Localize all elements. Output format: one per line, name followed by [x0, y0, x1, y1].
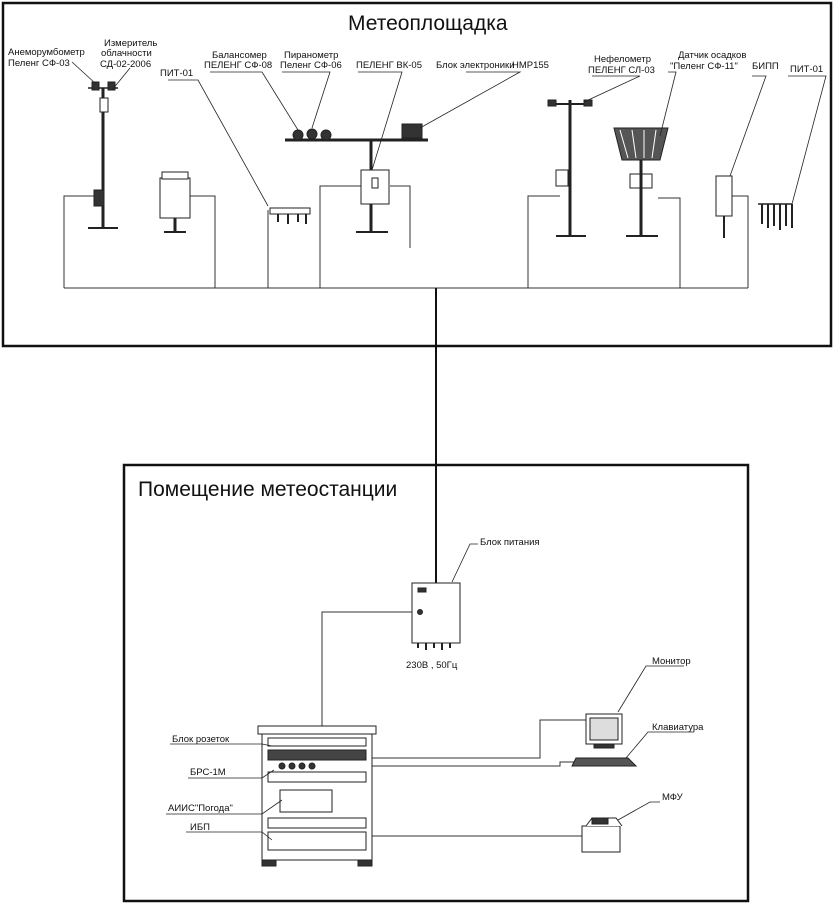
- ibp-label: ИБП: [190, 822, 210, 833]
- keyboard-label: Клавиатура: [652, 722, 704, 733]
- mfu-label: МФУ: [662, 792, 684, 803]
- monitor-device: [585, 713, 623, 749]
- aiis-label: АИИС"Погода": [168, 803, 233, 814]
- precipitation-sensor-label: Датчик осадков: [678, 50, 746, 61]
- pit01-left-sensors: [269, 207, 311, 224]
- pit01-right-label: ПИТ-01: [790, 64, 823, 75]
- balancemeter-label: Балансомер: [212, 50, 267, 61]
- precipitation-sensor-model-label: "Пеленг СФ-11": [670, 61, 738, 72]
- nephelometer-label: Нефелометр: [594, 54, 651, 65]
- field-bus-wiring: [63, 185, 749, 583]
- bipp-device: [715, 175, 733, 238]
- rack-cabinet: [257, 725, 377, 867]
- electronics-block-label: Блок электроники: [436, 60, 515, 71]
- pyranometer-label: Пиранометр: [284, 50, 338, 61]
- radiation-mast-device: [285, 123, 428, 233]
- nephelometer-model-label: ПЕЛЕНГ СЛ-03: [588, 65, 655, 76]
- precipitation-sensor-device: [613, 127, 669, 237]
- power-supply-label: Блок питания: [480, 537, 540, 548]
- cloud-meter-label-1: Измеритель: [104, 38, 157, 49]
- pit01-left-label: ПИТ-01: [160, 68, 193, 79]
- cloud-meter-device: [159, 171, 191, 233]
- cloud-meter-label-2: облачности: [101, 48, 152, 59]
- power-supply-device: [411, 582, 461, 650]
- balancemeter-model-label: ПЕЛЕНГ СФ-08: [204, 60, 272, 71]
- socket-block-label: Блок розеток: [172, 734, 230, 745]
- cloud-meter-model-label: СД-02-2006: [100, 59, 151, 70]
- mains-voltage-label: 230В , 50Гц: [406, 660, 458, 671]
- brs-label: БРС-1М: [190, 767, 226, 778]
- vk05-label: ПЕЛЕНГ ВК-05: [356, 60, 422, 71]
- room-leader-lines: [166, 543, 694, 841]
- mfu-device: [581, 817, 623, 853]
- hmp155-label: НМР155: [512, 60, 549, 71]
- meteo-field-frame: [1, 1, 833, 348]
- field-leader-lines: [71, 61, 827, 207]
- anemorumbometer-device: [88, 81, 118, 229]
- pit01-right-sensors: [758, 203, 793, 230]
- monitor-label: Монитор: [652, 656, 691, 667]
- anemorumbometer-label: Анеморумбометр: [8, 47, 85, 58]
- nephelometer-device: [547, 99, 593, 237]
- room-wiring: [321, 611, 586, 837]
- anemorumbometer-model-label: Пеленг СФ-03: [8, 58, 70, 69]
- meteo-field-title: Метеоплощадка: [348, 12, 508, 35]
- pyranometer-model-label: Пеленг СФ-06: [280, 60, 342, 71]
- meteo-room-frame: [122, 463, 750, 903]
- keyboard-device: [571, 757, 638, 767]
- bipp-label: БИПП: [752, 61, 779, 72]
- meteo-room-title: Помещение метеостанции: [138, 478, 397, 501]
